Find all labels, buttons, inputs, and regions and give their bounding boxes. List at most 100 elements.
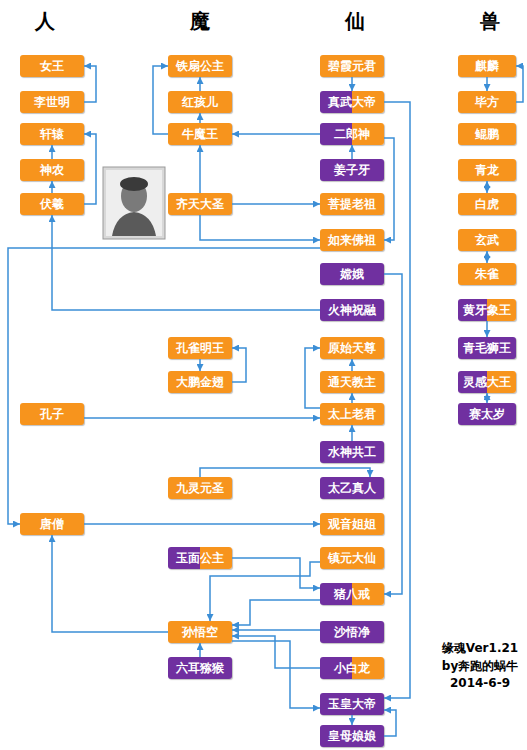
character-box: 铁扇公主	[168, 55, 232, 77]
character-box: 皇母娘娘	[320, 725, 384, 747]
relation-arrow	[210, 562, 320, 621]
relation-arrow	[199, 359, 201, 371]
character-name: 女王	[40, 59, 64, 74]
character-name: 黄牙象王	[463, 303, 511, 318]
relation-arrow	[351, 715, 353, 725]
character-name: 观音姐姐	[328, 517, 376, 532]
relation-arrow	[486, 181, 488, 193]
character-box: 孔子	[20, 403, 84, 425]
relation-arrow	[232, 558, 320, 588]
character-name: 青龙	[475, 163, 499, 178]
character-box: 毕方	[458, 91, 516, 113]
relation-arrow	[486, 251, 488, 263]
relation-arrow	[351, 359, 353, 371]
character-name: 菩提老祖	[328, 197, 376, 212]
character-name: 大鹏金翅	[176, 375, 224, 390]
character-name: 姜子牙	[334, 163, 370, 178]
character-box: 麒麟	[458, 55, 516, 77]
character-name: 太乙真人	[328, 481, 376, 496]
character-box: 姜子牙	[320, 159, 384, 181]
character-box: 红孩儿	[168, 91, 232, 113]
relation-arrow	[232, 636, 320, 668]
character-box: 唐僧	[20, 513, 84, 535]
character-box: 神农	[20, 159, 84, 181]
relation-arrow	[486, 77, 488, 91]
relation-arrow	[232, 600, 320, 625]
character-name: 青毛狮王	[463, 341, 511, 356]
character-name: 玉面公主	[176, 551, 224, 566]
character-name: 伏羲	[40, 197, 64, 212]
credit-text: by奔跑的蜗牛	[442, 658, 518, 675]
character-name: 鲲鹏	[475, 127, 499, 142]
character-name: 如来佛祖	[328, 233, 376, 248]
character-name: 嫦娥	[340, 267, 364, 282]
relation-arrow	[8, 248, 320, 524]
character-name: 牛魔王	[182, 127, 218, 142]
character-name: 李世明	[34, 95, 70, 110]
character-name: 小白龙	[334, 661, 370, 676]
character-name: 毕方	[475, 95, 499, 110]
character-name: 孔雀明王	[176, 341, 224, 356]
character-box: 青毛狮王	[458, 337, 516, 359]
character-box: 牛魔王	[168, 123, 232, 145]
relation-arrow	[486, 321, 488, 337]
relation-arrow	[199, 113, 201, 123]
character-box: 小白龙	[320, 657, 384, 679]
relation-arrow	[84, 134, 96, 204]
character-name: 孔子	[40, 407, 64, 422]
relation-arrow	[351, 425, 353, 441]
character-box: 太上老君	[320, 403, 384, 425]
character-box: 观音姐姐	[320, 513, 384, 535]
relation-arrow	[516, 66, 523, 102]
character-name: 原始天尊	[328, 341, 376, 356]
character-name: 猪八戒	[334, 587, 370, 602]
character-name: 孙悟空	[182, 625, 218, 640]
character-name: 沙悟净	[334, 625, 370, 640]
character-name: 二郎神	[334, 127, 370, 142]
character-box: 孙悟空	[168, 621, 232, 643]
relation-arrow	[232, 348, 246, 382]
character-name: 碧霞元君	[328, 59, 376, 74]
relation-arrow	[199, 145, 201, 193]
character-name: 铁扇公主	[176, 59, 224, 74]
character-name: 通天教主	[328, 375, 376, 390]
relation-arrow	[351, 145, 353, 159]
character-box: 如来佛祖	[320, 229, 384, 251]
character-name: 灵感大王	[463, 375, 511, 390]
column-header: 仙	[345, 8, 365, 35]
character-box: 沙悟净	[320, 621, 384, 643]
character-box: 火神祝融	[320, 299, 384, 321]
relation-arrow	[351, 393, 353, 403]
character-name: 六耳猕猴	[176, 661, 224, 676]
character-name: 唐僧	[40, 517, 64, 532]
column-header: 兽	[480, 8, 500, 35]
character-box: 齐天大圣	[168, 193, 232, 215]
character-box: 猪八戒	[320, 583, 384, 605]
character-box: 玉皇大帝	[320, 693, 384, 715]
relation-arrow	[384, 274, 402, 594]
character-name: 齐天大圣	[176, 197, 224, 212]
relation-arrow	[486, 393, 488, 403]
character-name: 神农	[40, 163, 64, 178]
character-name: 玉皇大帝	[328, 697, 376, 712]
relation-arrow	[199, 643, 201, 657]
character-box: 朱雀	[458, 263, 516, 285]
character-name: 火神祝融	[328, 303, 376, 318]
relation-arrow	[51, 181, 53, 193]
character-name: 朱雀	[475, 267, 499, 282]
character-name: 麒麟	[475, 59, 499, 74]
credit-text: 缘魂Ver1.21	[442, 640, 518, 657]
relation-arrow	[199, 77, 201, 91]
character-box: 二郎神	[320, 123, 384, 145]
character-box: 伏羲	[20, 193, 84, 215]
relation-arrow	[52, 535, 168, 632]
character-name: 太上老君	[328, 407, 376, 422]
character-name: 真武大帝	[328, 95, 376, 110]
character-name: 水神共工	[328, 445, 376, 460]
credit-text: 2014-6-9	[450, 676, 510, 690]
column-header: 魔	[190, 8, 210, 35]
relation-arrow	[232, 203, 320, 205]
character-name: 白虎	[475, 197, 499, 212]
character-box: 镇元大仙	[320, 547, 384, 569]
